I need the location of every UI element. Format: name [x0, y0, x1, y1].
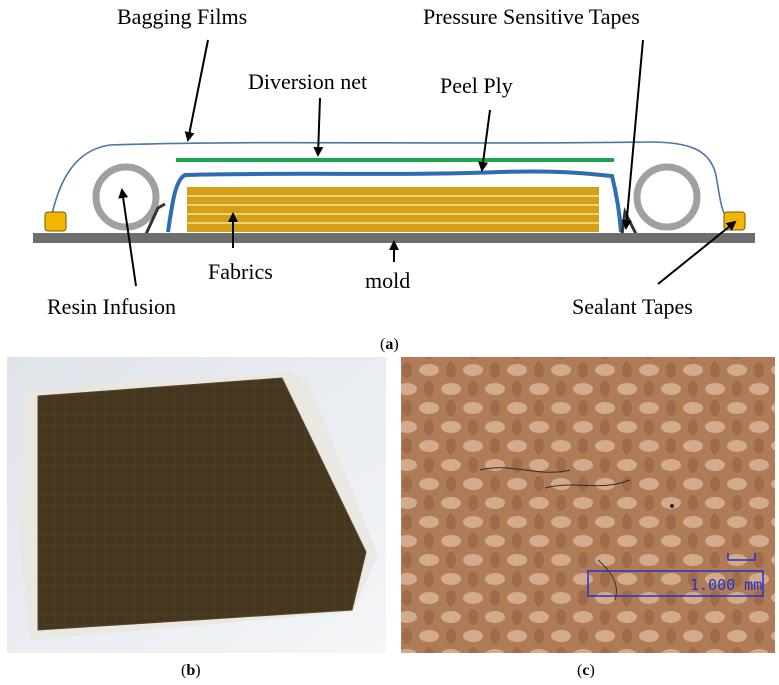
vacuum-tube [633, 163, 701, 231]
arrow-diversion-net [313, 97, 324, 157]
photo-b: (b) [7, 357, 386, 679]
photo-c: 1.000 mm (c) [401, 357, 775, 679]
arrow-sealant-tapes [657, 220, 737, 285]
label-diversion-net: Diversion net [248, 69, 367, 94]
arrow-peel-ply [478, 109, 491, 172]
mold-plate [33, 233, 755, 243]
resin-infusion-tube [92, 163, 160, 231]
scale-bar-tick [727, 553, 756, 561]
caption-b: (b) [181, 662, 201, 679]
label-bagging-films: Bagging Films [117, 4, 247, 29]
label-mold: mold [365, 268, 410, 293]
label-peel-ply: Peel Ply [440, 73, 513, 98]
arrow-resin-infusion [118, 188, 137, 287]
scale-bar-box [587, 570, 764, 597]
fabric-stack [187, 187, 599, 232]
caption-a: (a) [380, 336, 399, 353]
bagging-film [51, 141, 727, 217]
sealant-tape-left [44, 211, 67, 232]
vacuum-bag-schematic: Bagging Films Pressure Sensitive Tapes D… [33, 4, 755, 353]
arrow-bagging-films [184, 39, 209, 142]
pressure-tape-left [144, 202, 166, 235]
composite-laminate [37, 377, 367, 631]
callout-arrows [118, 39, 737, 287]
label-resin-infusion: Resin Infusion [47, 294, 176, 319]
caption-c: (c) [577, 662, 595, 679]
label-fabrics: Fabrics [208, 259, 273, 284]
peel-ply [166, 169, 623, 233]
scale-bar-label: 1.000 mm [690, 576, 762, 594]
label-sealant-tapes: Sealant Tapes [572, 294, 693, 319]
label-pressure-sensitive-tapes: Pressure Sensitive Tapes [423, 4, 640, 29]
arrow-pressure-tapes [621, 39, 644, 230]
pressure-tape-right [620, 206, 638, 235]
